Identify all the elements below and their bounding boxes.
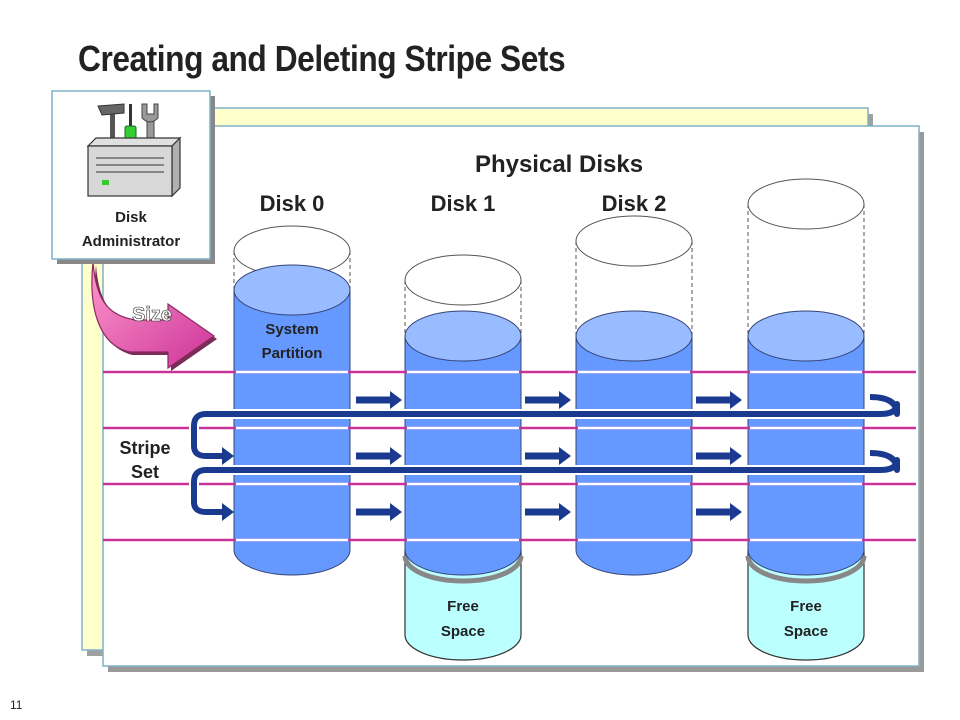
partition-label-line2: Partition (262, 345, 323, 362)
disk-ghost-top (747, 178, 865, 230)
stripe-flow-arrow (525, 391, 571, 409)
disk-cylinder-body (404, 335, 522, 576)
tool-label-line2: Administrator (82, 233, 181, 250)
disk-label-0: Disk 0 (260, 191, 325, 216)
disk-label-1: Disk 1 (431, 191, 496, 216)
stripes-layer (103, 370, 916, 542)
stripe-flow-arrow (525, 503, 571, 521)
free-space-rim (402, 555, 524, 584)
toolbox-icon (86, 103, 182, 198)
stripe-flow-arrow (696, 391, 742, 409)
stripe-set-label-line2: Set (131, 462, 159, 482)
free-space-label-line1: Free (447, 598, 479, 615)
disk-2: Disk 2 (575, 191, 693, 576)
stripe-wrap-arrow (189, 448, 902, 521)
stripe-set-label-line1: Stripe (119, 438, 170, 458)
disk-cylinder-body (575, 335, 693, 576)
free-space-label-line2: Space (441, 623, 485, 640)
free-space-rim (745, 555, 867, 584)
disk-ghost-top (404, 254, 522, 306)
disk-cylinder-body (233, 289, 351, 576)
stripe-flow-arrow (356, 447, 402, 465)
stripe-flow-arrow (356, 391, 402, 409)
partition-label-line1: System (265, 321, 318, 338)
disk-label-2: Disk 2 (602, 191, 667, 216)
disk-cylinder-top (404, 310, 522, 362)
slide-number: 11 (10, 698, 23, 712)
disk-3: Disk 3FreeSpace (745, 178, 867, 661)
disk-cylinder-top (233, 264, 351, 316)
free-space-label-line2: Space (784, 623, 828, 640)
free-space-label-line1: Free (790, 598, 822, 615)
disk-ghost-top (575, 215, 693, 267)
slide-title: Creating and Deleting Stripe Sets (78, 38, 566, 79)
stripe-flow-arrow (356, 503, 402, 521)
panel-title: Physical Disks (475, 151, 643, 178)
disk-cylinder-body (747, 335, 865, 576)
tool-label-line1: Disk (115, 209, 147, 226)
disk-cylinder-top (575, 310, 693, 362)
disk-cylinder-top (747, 310, 865, 362)
stripe-wrap-arrow (189, 392, 902, 465)
stripe-flow-arrow (696, 503, 742, 521)
size-arrow-body (91, 261, 216, 370)
size-label: Size (132, 304, 172, 326)
stripe-flow-arrow (525, 447, 571, 465)
stripe-flow-arrow (696, 447, 742, 465)
